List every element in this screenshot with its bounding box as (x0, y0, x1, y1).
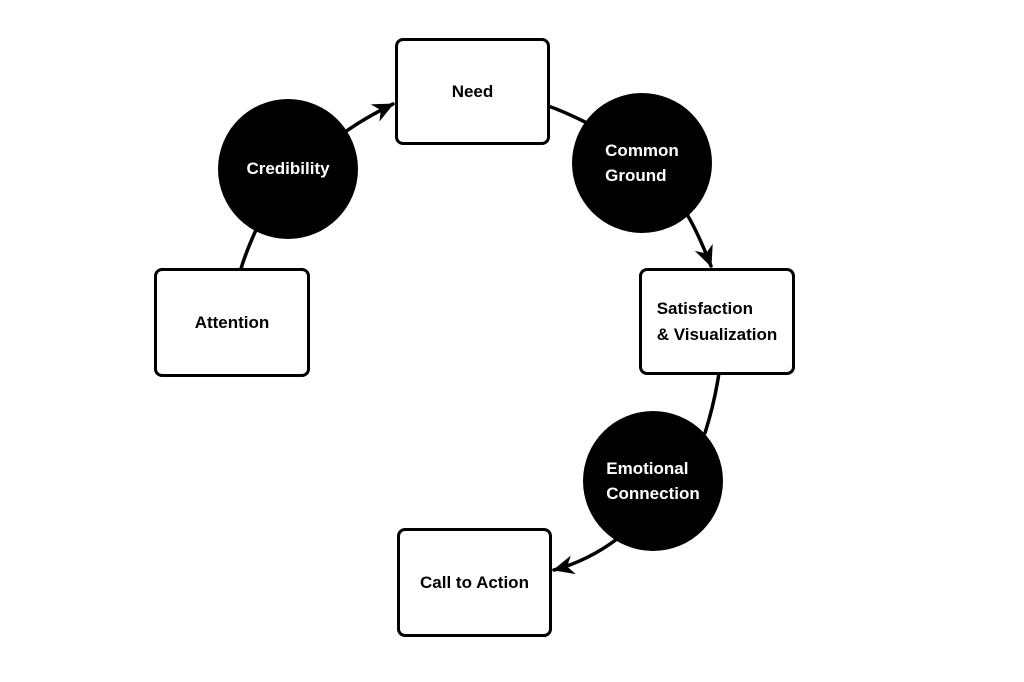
node-credibility: Credibility (218, 99, 358, 239)
node-emotional-connection-label: Emotional Connection (606, 458, 700, 504)
node-credibility-label: Credibility (246, 159, 330, 179)
node-attention: Attention (154, 268, 310, 377)
node-attention-label: Attention (194, 312, 270, 332)
node-call-to-action: Call to Action (397, 528, 552, 637)
connector-emotional-call-to-action (552, 537, 619, 575)
connector-satisfaction-emotional (703, 371, 721, 435)
node-call-to-action-label: Call to Action (420, 572, 529, 592)
node-need-label: Need (451, 81, 494, 101)
node-emotional-connection: Emotional Connection (583, 411, 723, 551)
connector-attention-credibility (238, 228, 258, 274)
connector-need-common-ground (546, 104, 589, 125)
connector-common-ground-satisfaction (683, 209, 713, 268)
node-common-ground: Common Ground (572, 93, 712, 233)
node-satisfaction-visualization-label: Satisfaction & Visualization (656, 299, 778, 344)
node-satisfaction-visualization: Satisfaction & Visualization (639, 268, 795, 375)
node-need: Need (395, 38, 550, 145)
node-common-ground-label: Common Ground (605, 140, 679, 186)
connector-credibility-need (339, 102, 395, 137)
